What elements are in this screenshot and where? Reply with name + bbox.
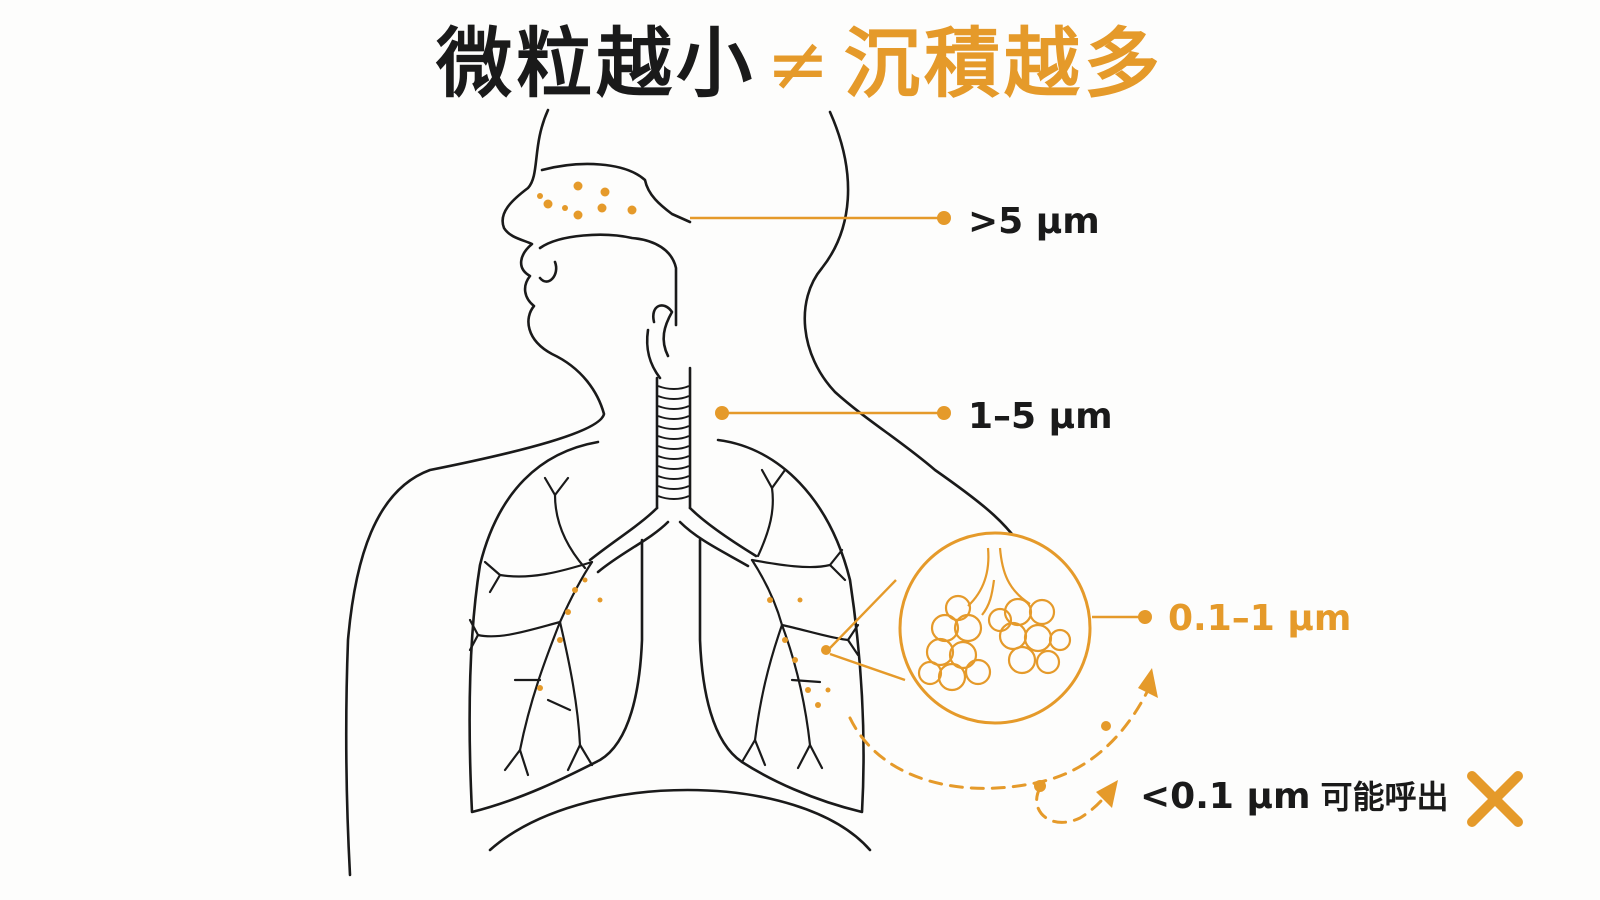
trachea-ring (657, 455, 690, 460)
exhale-arrowheads (1034, 668, 1158, 808)
trachea-rings (657, 385, 690, 500)
head-outline (344, 108, 606, 877)
trachea-ring (657, 475, 690, 480)
label-exhaled-size: <0.1 μm (1140, 776, 1311, 817)
label-exhaled-note: 可能呼出 (1320, 778, 1449, 816)
particles (537, 181, 831, 708)
arrowhead-out (1096, 780, 1118, 808)
trachea-ring (657, 425, 690, 430)
zoom-line-top (829, 579, 897, 649)
x-mark-icon (1467, 771, 1523, 827)
trachea-ring (657, 495, 690, 500)
trachea-ring (657, 385, 690, 390)
left-lung-outline (468, 440, 644, 814)
title-part2: 沉積越多 (843, 19, 1164, 108)
alveoli-cluster (917, 547, 1072, 692)
trachea-ring (657, 405, 690, 410)
label-nasal-size: >5 μm (968, 201, 1100, 242)
leader-lines (690, 216, 1145, 682)
palate-outline (538, 233, 678, 327)
trachea-ring (657, 445, 690, 450)
right-lung-outline (698, 438, 865, 814)
diaphragm (488, 788, 872, 852)
trachea-ring (657, 395, 690, 400)
title-part1: 微粒越小 (436, 19, 757, 108)
bronchial-tree (468, 468, 860, 777)
label-trachea-size: 1–5 μm (968, 396, 1113, 437)
leader-dots (715, 211, 1152, 655)
left-main-bronchus (588, 506, 659, 562)
trachea-ring (657, 435, 690, 440)
right-main-bronchus (688, 506, 758, 558)
trachea-ring (657, 465, 690, 470)
trachea-ring (657, 485, 690, 490)
nasal-cavity-outline (540, 162, 692, 224)
title-neq: ≠ (766, 19, 834, 108)
diagram-title: 微粒越小≠沉積越多 (0, 14, 1600, 114)
trachea-ring (657, 415, 690, 420)
alveoli-zoom-circle (898, 531, 1092, 725)
arrowhead-up (1138, 668, 1158, 698)
neck-back-outline (803, 110, 1032, 562)
zoom-line-bottom (829, 652, 906, 682)
exhale-path (848, 684, 1152, 824)
label-alveoli-size: 0.1–1 μm (1168, 598, 1352, 639)
epiglottis (652, 304, 674, 358)
